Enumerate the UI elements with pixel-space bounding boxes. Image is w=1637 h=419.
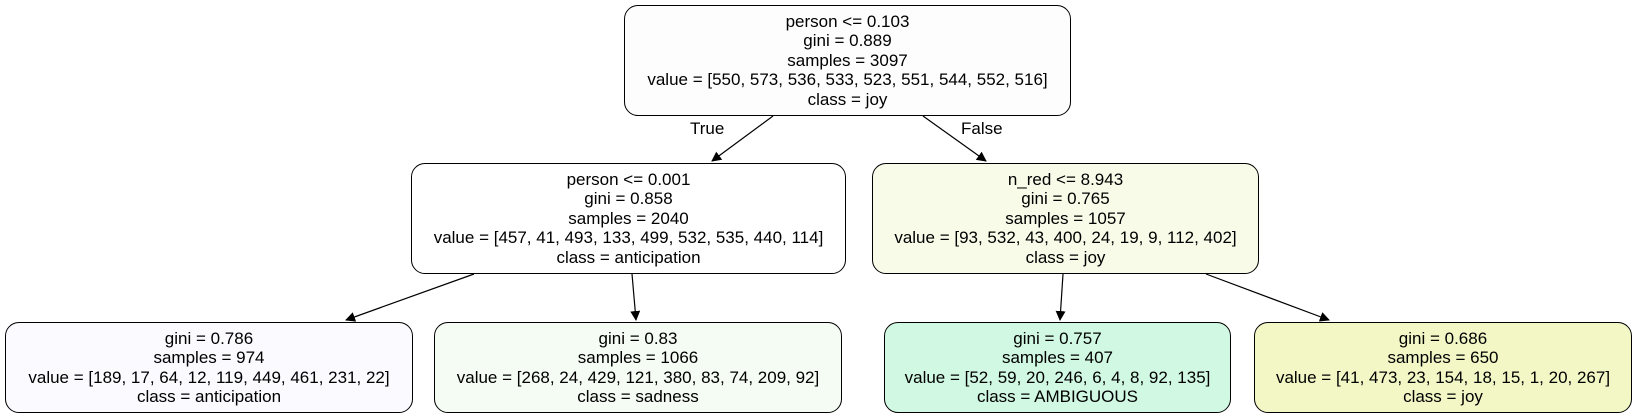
node-value: value = [41, 473, 23, 154, 18, 15, 1, 20… [1275, 367, 1611, 387]
node-class: class = anticipation [556, 247, 701, 267]
node-split: n_red <= 8.943 [1007, 169, 1124, 189]
node-split: person <= 0.001 [566, 169, 691, 189]
edge-root-right [922, 115, 987, 162]
leaf-node: gini = 0.686 samples = 650 value = [41, … [1254, 322, 1632, 413]
node-gini: gini = 0.889 [803, 31, 892, 51]
node-gini: gini = 0.757 [1013, 328, 1102, 348]
node-value: value = [550, 573, 536, 533, 523, 551, 5… [647, 70, 1048, 90]
node-value: value = [52, 59, 20, 246, 6, 4, 8, 92, 1… [904, 367, 1211, 387]
node-gini: gini = 0.686 [1398, 328, 1488, 348]
right-split-node: n_red <= 8.943 gini = 0.765 samples = 10… [872, 163, 1259, 274]
edge-right-leafrl [1055, 273, 1066, 321]
node-class: class = joy [807, 89, 888, 109]
node-gini: gini = 0.765 [1021, 189, 1110, 209]
node-class: class = joy [1025, 247, 1106, 267]
node-samples: samples = 974 [153, 348, 265, 367]
node-samples: samples = 2040 [568, 208, 689, 228]
node-class: class = sadness [577, 387, 699, 406]
edge-label-true: True [690, 119, 725, 138]
node-gini: gini = 0.786 [164, 328, 254, 348]
node-value: value = [189, 17, 64, 12, 119, 449, 461,… [28, 367, 390, 387]
node-gini: gini = 0.83 [598, 328, 678, 348]
node-value: value = [93, 532, 43, 400, 24, 19, 9, 11… [894, 228, 1237, 248]
node-samples: samples = 407 [1001, 348, 1114, 367]
edge-left-leaflr [630, 273, 641, 321]
leaf-node: gini = 0.757 samples = 407 value = [52, … [884, 322, 1231, 413]
node-gini: gini = 0.858 [584, 189, 673, 209]
node-samples: samples = 1057 [1005, 208, 1126, 228]
node-samples: samples = 1066 [577, 348, 699, 367]
edge-left-leafll [345, 273, 475, 322]
node-value: value = [268, 24, 429, 121, 380, 83, 74,… [456, 367, 820, 387]
root-node: person <= 0.103 gini = 0.889 samples = 3… [624, 5, 1071, 116]
edge-label-false: False [961, 119, 1003, 138]
edge-right-leafrr [1205, 273, 1330, 322]
node-class: class = joy [1403, 387, 1483, 406]
node-class: class = anticipation [136, 387, 282, 406]
edge-root-left [711, 115, 774, 162]
node-split: person <= 0.103 [785, 11, 910, 31]
left-split-node: person <= 0.001 gini = 0.858 samples = 2… [411, 163, 846, 274]
leaf-node: gini = 0.786 samples = 974 value = [189,… [5, 322, 413, 413]
node-samples: samples = 3097 [787, 50, 908, 70]
leaf-node: gini = 0.83 samples = 1066 value = [268,… [434, 322, 842, 413]
node-value: value = [457, 41, 493, 133, 499, 532, 53… [433, 228, 824, 248]
node-samples: samples = 650 [1387, 348, 1499, 367]
node-class: class = AMBIGUOUS [976, 387, 1139, 406]
